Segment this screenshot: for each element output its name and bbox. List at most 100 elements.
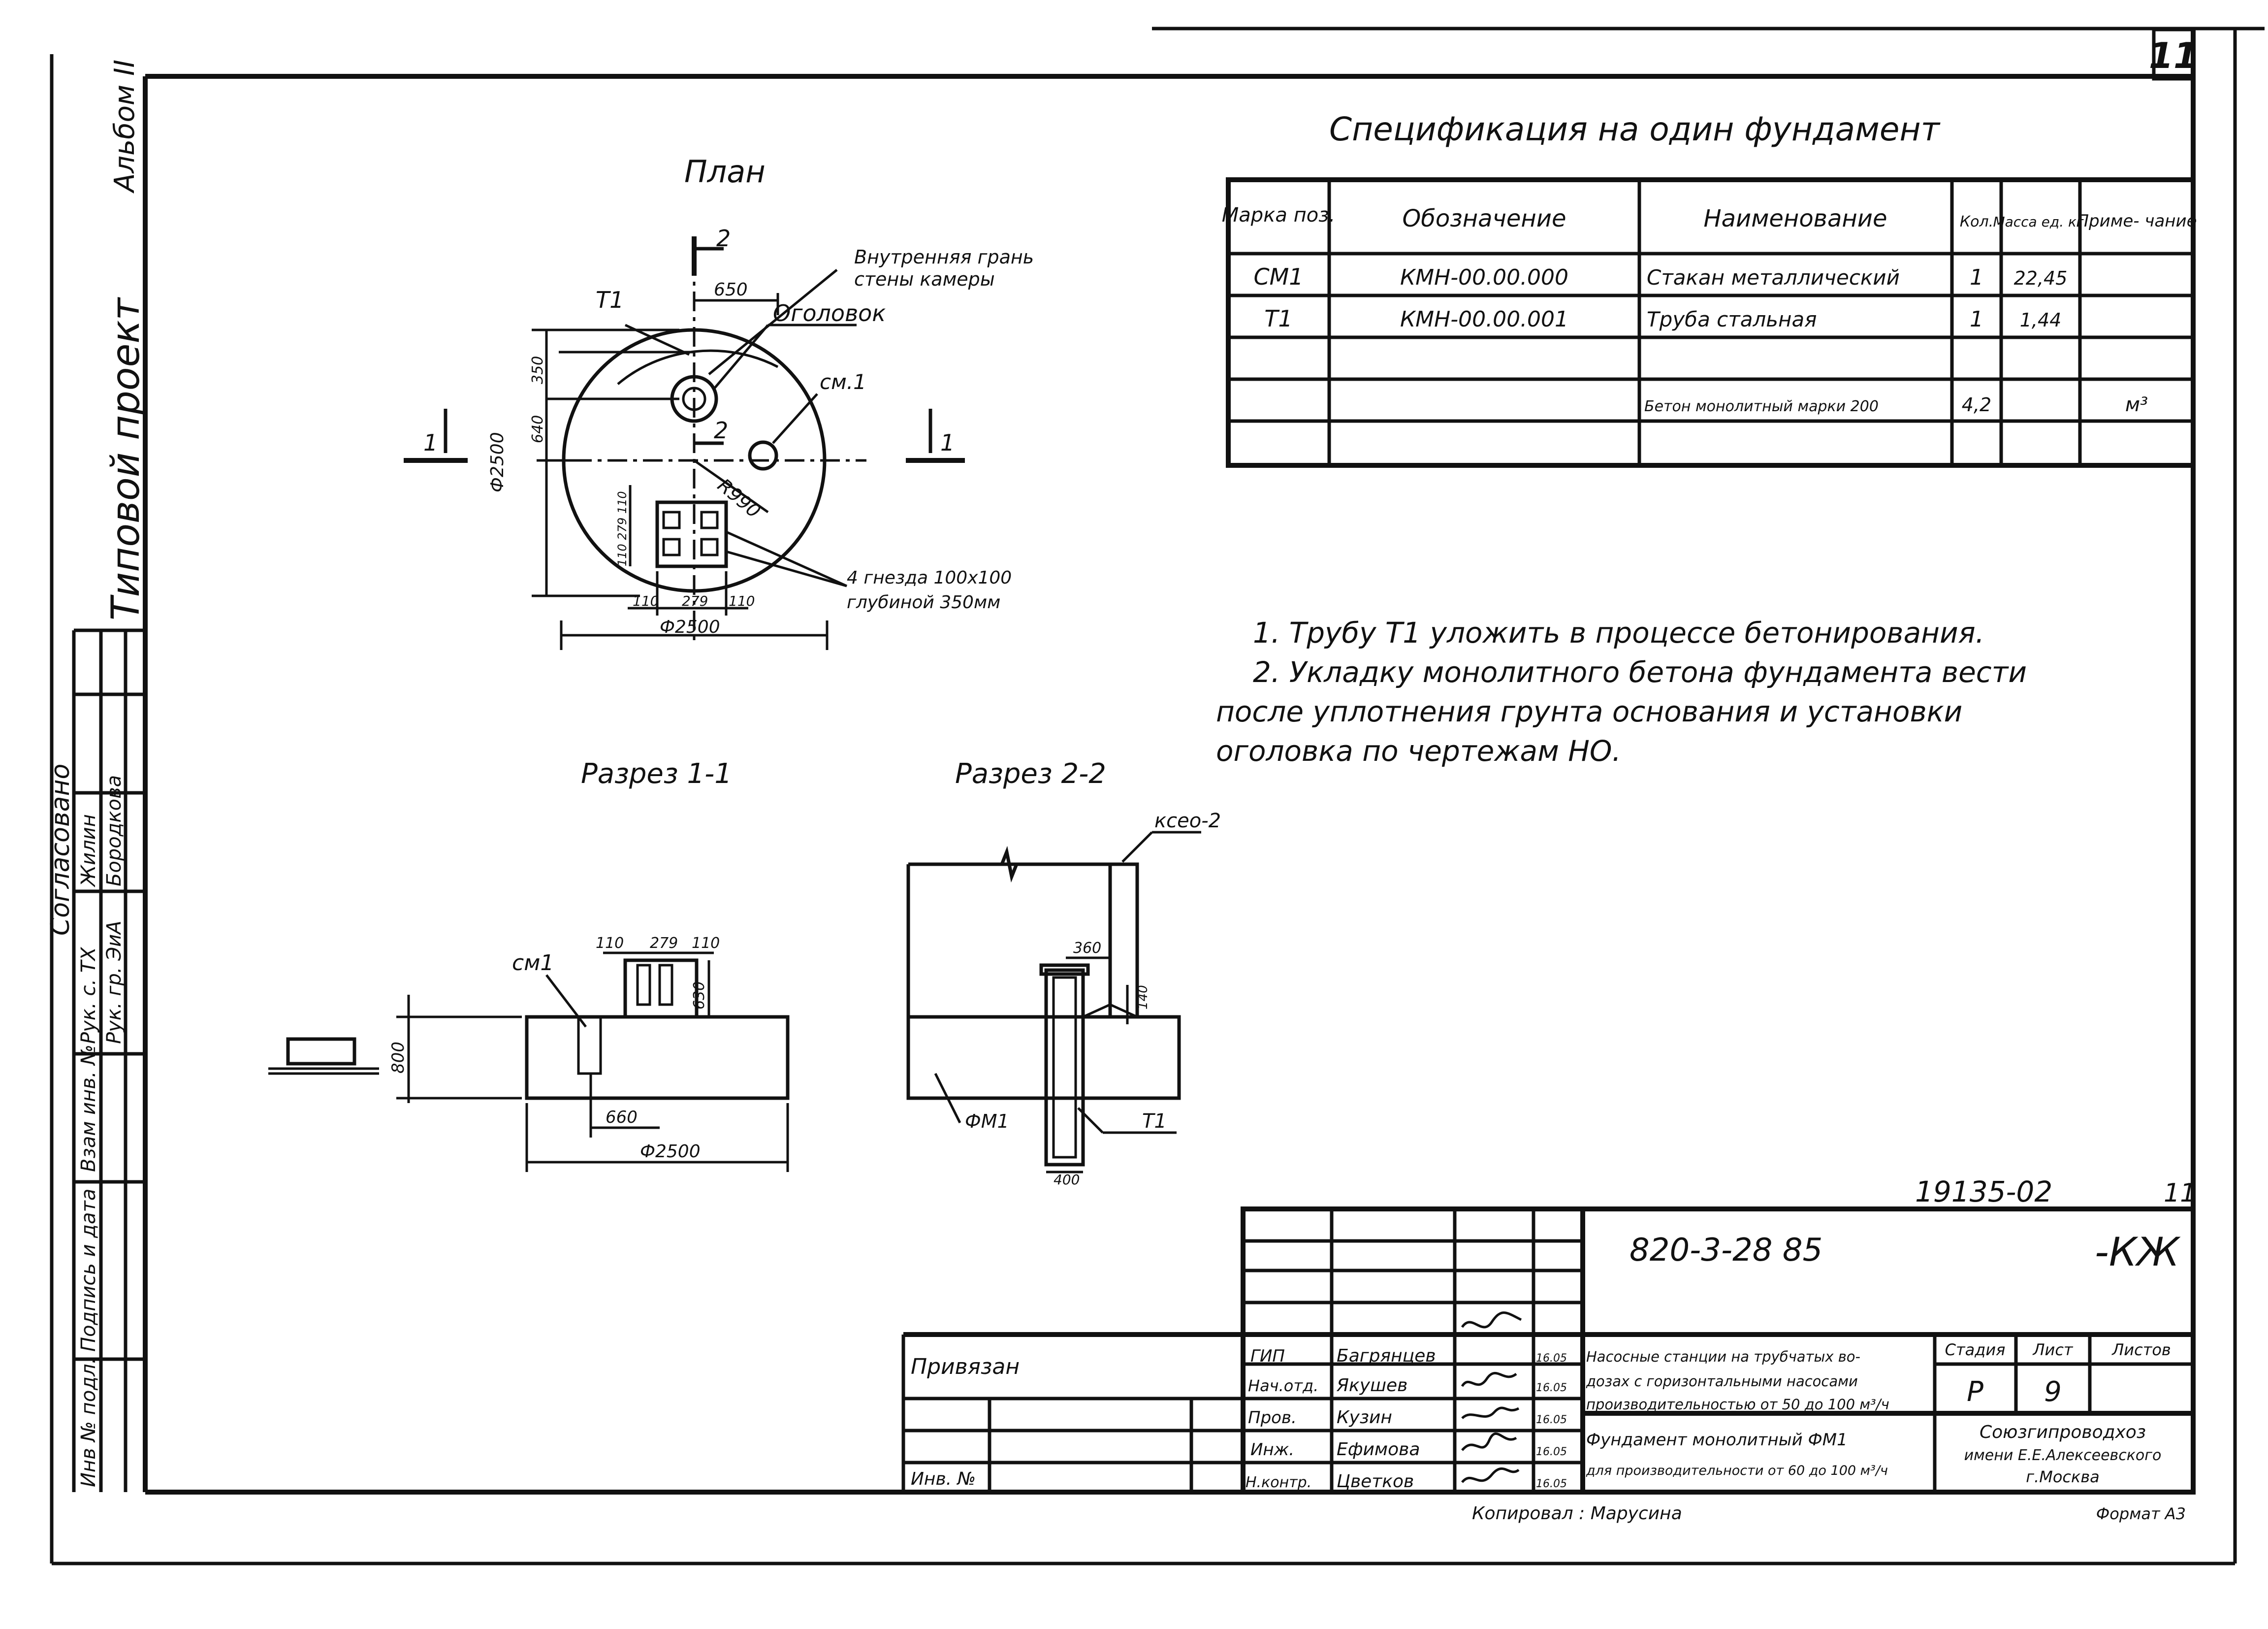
spec-header-mass: Масса ед. кг. xyxy=(1993,214,2088,230)
stamp-date: 16.05 xyxy=(1536,1446,1567,1458)
stamp-title-2: дозах с горизонтальными насосами xyxy=(1586,1373,1858,1390)
plan-dim-dia-h: Ф2500 xyxy=(660,617,720,637)
project-type-label: Типовой проект xyxy=(104,296,148,620)
plan-dim-110a: 110 xyxy=(633,593,659,609)
section-1-1 xyxy=(268,951,790,1172)
stamp-title-1: Насосные станции на трубчатых во- xyxy=(1586,1348,1860,1365)
plan-section1-left: 1 xyxy=(423,429,438,456)
stamp-bound: Привязан xyxy=(911,1354,1020,1379)
section-1-1-dim-660: 660 xyxy=(606,1108,638,1127)
section-1-1-dim-630: 630 xyxy=(691,981,708,1010)
spec-header-mark: Марка поз. xyxy=(1222,204,1335,227)
section-2-2-dim-360: 360 xyxy=(1073,940,1101,957)
format-label: Формат А3 xyxy=(2096,1504,2186,1523)
spec-cell: 1 xyxy=(1970,265,1983,290)
section-2-2-title: Разрез 2-2 xyxy=(955,758,1106,790)
spec-header-note: Приме- чание xyxy=(2076,211,2197,231)
section-1-1-dim-110b: 110 xyxy=(692,935,720,952)
plan-radius-label: R990 xyxy=(713,474,765,522)
section-1-1-title: Разрез 1-1 xyxy=(581,758,732,790)
sheet-number: 11 xyxy=(2149,35,2198,76)
section-1-1-sm1: см1 xyxy=(512,950,554,976)
plan-view xyxy=(404,236,965,650)
section-1-1-dim-279: 279 xyxy=(650,935,678,952)
notes: 1. Трубу Т1 уложить в процессе бетониров… xyxy=(1216,616,2027,768)
spec-cell: 22,45 xyxy=(2014,267,2068,289)
note-line-4: оголовка по чертежам НО. xyxy=(1216,734,1621,768)
stamp-name: Багрянцев xyxy=(1337,1346,1436,1366)
field-replace-inv: Взам инв. № xyxy=(77,1044,100,1172)
plan-inner-edge-1: Внутренняя грань xyxy=(854,246,1034,268)
section-1-1-dim-800: 800 xyxy=(388,1042,408,1074)
stamp-role: Пров. xyxy=(1248,1408,1297,1428)
stamp-suffix: -КЖ xyxy=(2095,1229,2181,1275)
spec-table xyxy=(1226,177,2196,468)
agreed-role-2: Рук. гр. ЭиА xyxy=(103,920,126,1044)
section-2-2 xyxy=(906,831,1201,1173)
stamp-sheet-title-1: Фундамент монолитный ФМ1 xyxy=(1586,1430,1848,1450)
spec-cell: СМ1 xyxy=(1253,263,1303,290)
plan-dim-279: 279 xyxy=(682,593,708,609)
section-1-1-dim-dia: Ф2500 xyxy=(640,1141,701,1162)
stamp-name: Якушев xyxy=(1336,1375,1407,1396)
note-line-1: 1. Трубу Т1 уложить в процессе бетониров… xyxy=(1253,616,1984,650)
spec-cell: Т1 xyxy=(1264,305,1292,332)
doc-sheet: 11 xyxy=(2164,1178,2196,1208)
plan-inner-edge-2: стены камеры xyxy=(854,268,995,290)
plan-dim-small-v: 110 279 110 xyxy=(615,491,629,566)
stamp-sheet-header: Лист xyxy=(2032,1340,2073,1359)
plan-dim-640: 640 xyxy=(529,415,546,443)
stamp-date: 16.05 xyxy=(1536,1382,1567,1394)
stamp-stage-header: Стадия xyxy=(1945,1340,2006,1359)
plan-dim-350: 350 xyxy=(529,356,546,384)
plan-dim-110b: 110 xyxy=(729,593,755,609)
left-column xyxy=(72,628,145,1492)
stamp-date: 16.05 xyxy=(1536,1478,1567,1490)
section-2-2-dim-140: 140 xyxy=(1136,985,1150,1010)
plan-dim-650: 650 xyxy=(714,280,748,300)
spec-cell: 4,2 xyxy=(1962,394,1991,416)
stamp-sheets-header: Листов xyxy=(2111,1340,2171,1359)
spec-header-qty: Кол. xyxy=(1960,213,1993,230)
stamp-date: 16.05 xyxy=(1536,1414,1567,1426)
stamp-stage: Р xyxy=(1967,1376,1983,1408)
plan-nests-1: 4 гнезда 100х100 xyxy=(847,568,1012,588)
plan-section2-top: 2 xyxy=(716,225,731,252)
note-line-2: 2. Укладку монолитного бетона фундамента… xyxy=(1253,655,2027,689)
album-label: Альбом II xyxy=(109,60,141,194)
stamp-role: Н.контр. xyxy=(1246,1474,1311,1491)
note-line-3: после уплотнения грунта основания и уста… xyxy=(1216,695,1962,728)
agreed-role-1: Рук. с. ТХ xyxy=(77,946,100,1044)
section-2-2-fm1: ФМ1 xyxy=(965,1110,1009,1132)
plan-head-label: Оголовок xyxy=(773,300,886,326)
title-block xyxy=(901,1206,2196,1495)
spec-cell: Бетон монолитный марки 200 xyxy=(1644,398,1879,415)
stamp-sheet-title-2: для производительности от 60 до 100 м³/ч xyxy=(1586,1463,1888,1478)
stamp-title-3: производительностью от 50 до 100 м³/ч xyxy=(1586,1396,1889,1413)
spec-header-designation: Обозначение xyxy=(1402,205,1566,232)
stamp-name: Цветков xyxy=(1337,1471,1414,1492)
section-1-1-dim-110a: 110 xyxy=(596,935,624,952)
stamp-code: 820-3-28 85 xyxy=(1629,1232,1822,1269)
spec-cell: КМН-00.00.000 xyxy=(1400,265,1568,290)
agreed-name-2: Бородкова xyxy=(103,775,126,886)
plan-section1-right: 1 xyxy=(940,429,955,456)
spec-cell: 1 xyxy=(1970,307,1983,332)
stamp-role: ГИП xyxy=(1250,1346,1285,1366)
section-2-2-dim-400: 400 xyxy=(1054,1172,1080,1188)
plan-nests-2: глубиной 350мм xyxy=(847,592,1000,613)
stamp-inv-no: Инв. № xyxy=(911,1469,976,1489)
stamp-org-1: Союзгипроводхоз xyxy=(1980,1422,2146,1442)
spec-header-name: Наименование xyxy=(1703,205,1887,232)
section-2-2-kseo: ксео-2 xyxy=(1154,810,1221,832)
spec-row-1: СМ1 КМН-00.00.000 Стакан металлический 1… xyxy=(1253,263,2067,290)
agreed-header: Согласовано xyxy=(46,764,75,936)
spec-row-2: Т1 КМН-00.00.001 Труба стальная 1 1,44 xyxy=(1264,305,2061,332)
section-2-2-t1: Т1 xyxy=(1142,1110,1167,1133)
plan-dim-dia-v: Ф2500 xyxy=(487,432,508,492)
doc-number: 19135-02 xyxy=(1915,1175,2052,1208)
field-sign-date: Подпись и дата xyxy=(77,1189,100,1352)
copied-by: Копировал : Марусина xyxy=(1472,1503,1682,1524)
spec-row-4: Бетон монолитный марки 200 4,2 м³ xyxy=(1644,393,2148,416)
